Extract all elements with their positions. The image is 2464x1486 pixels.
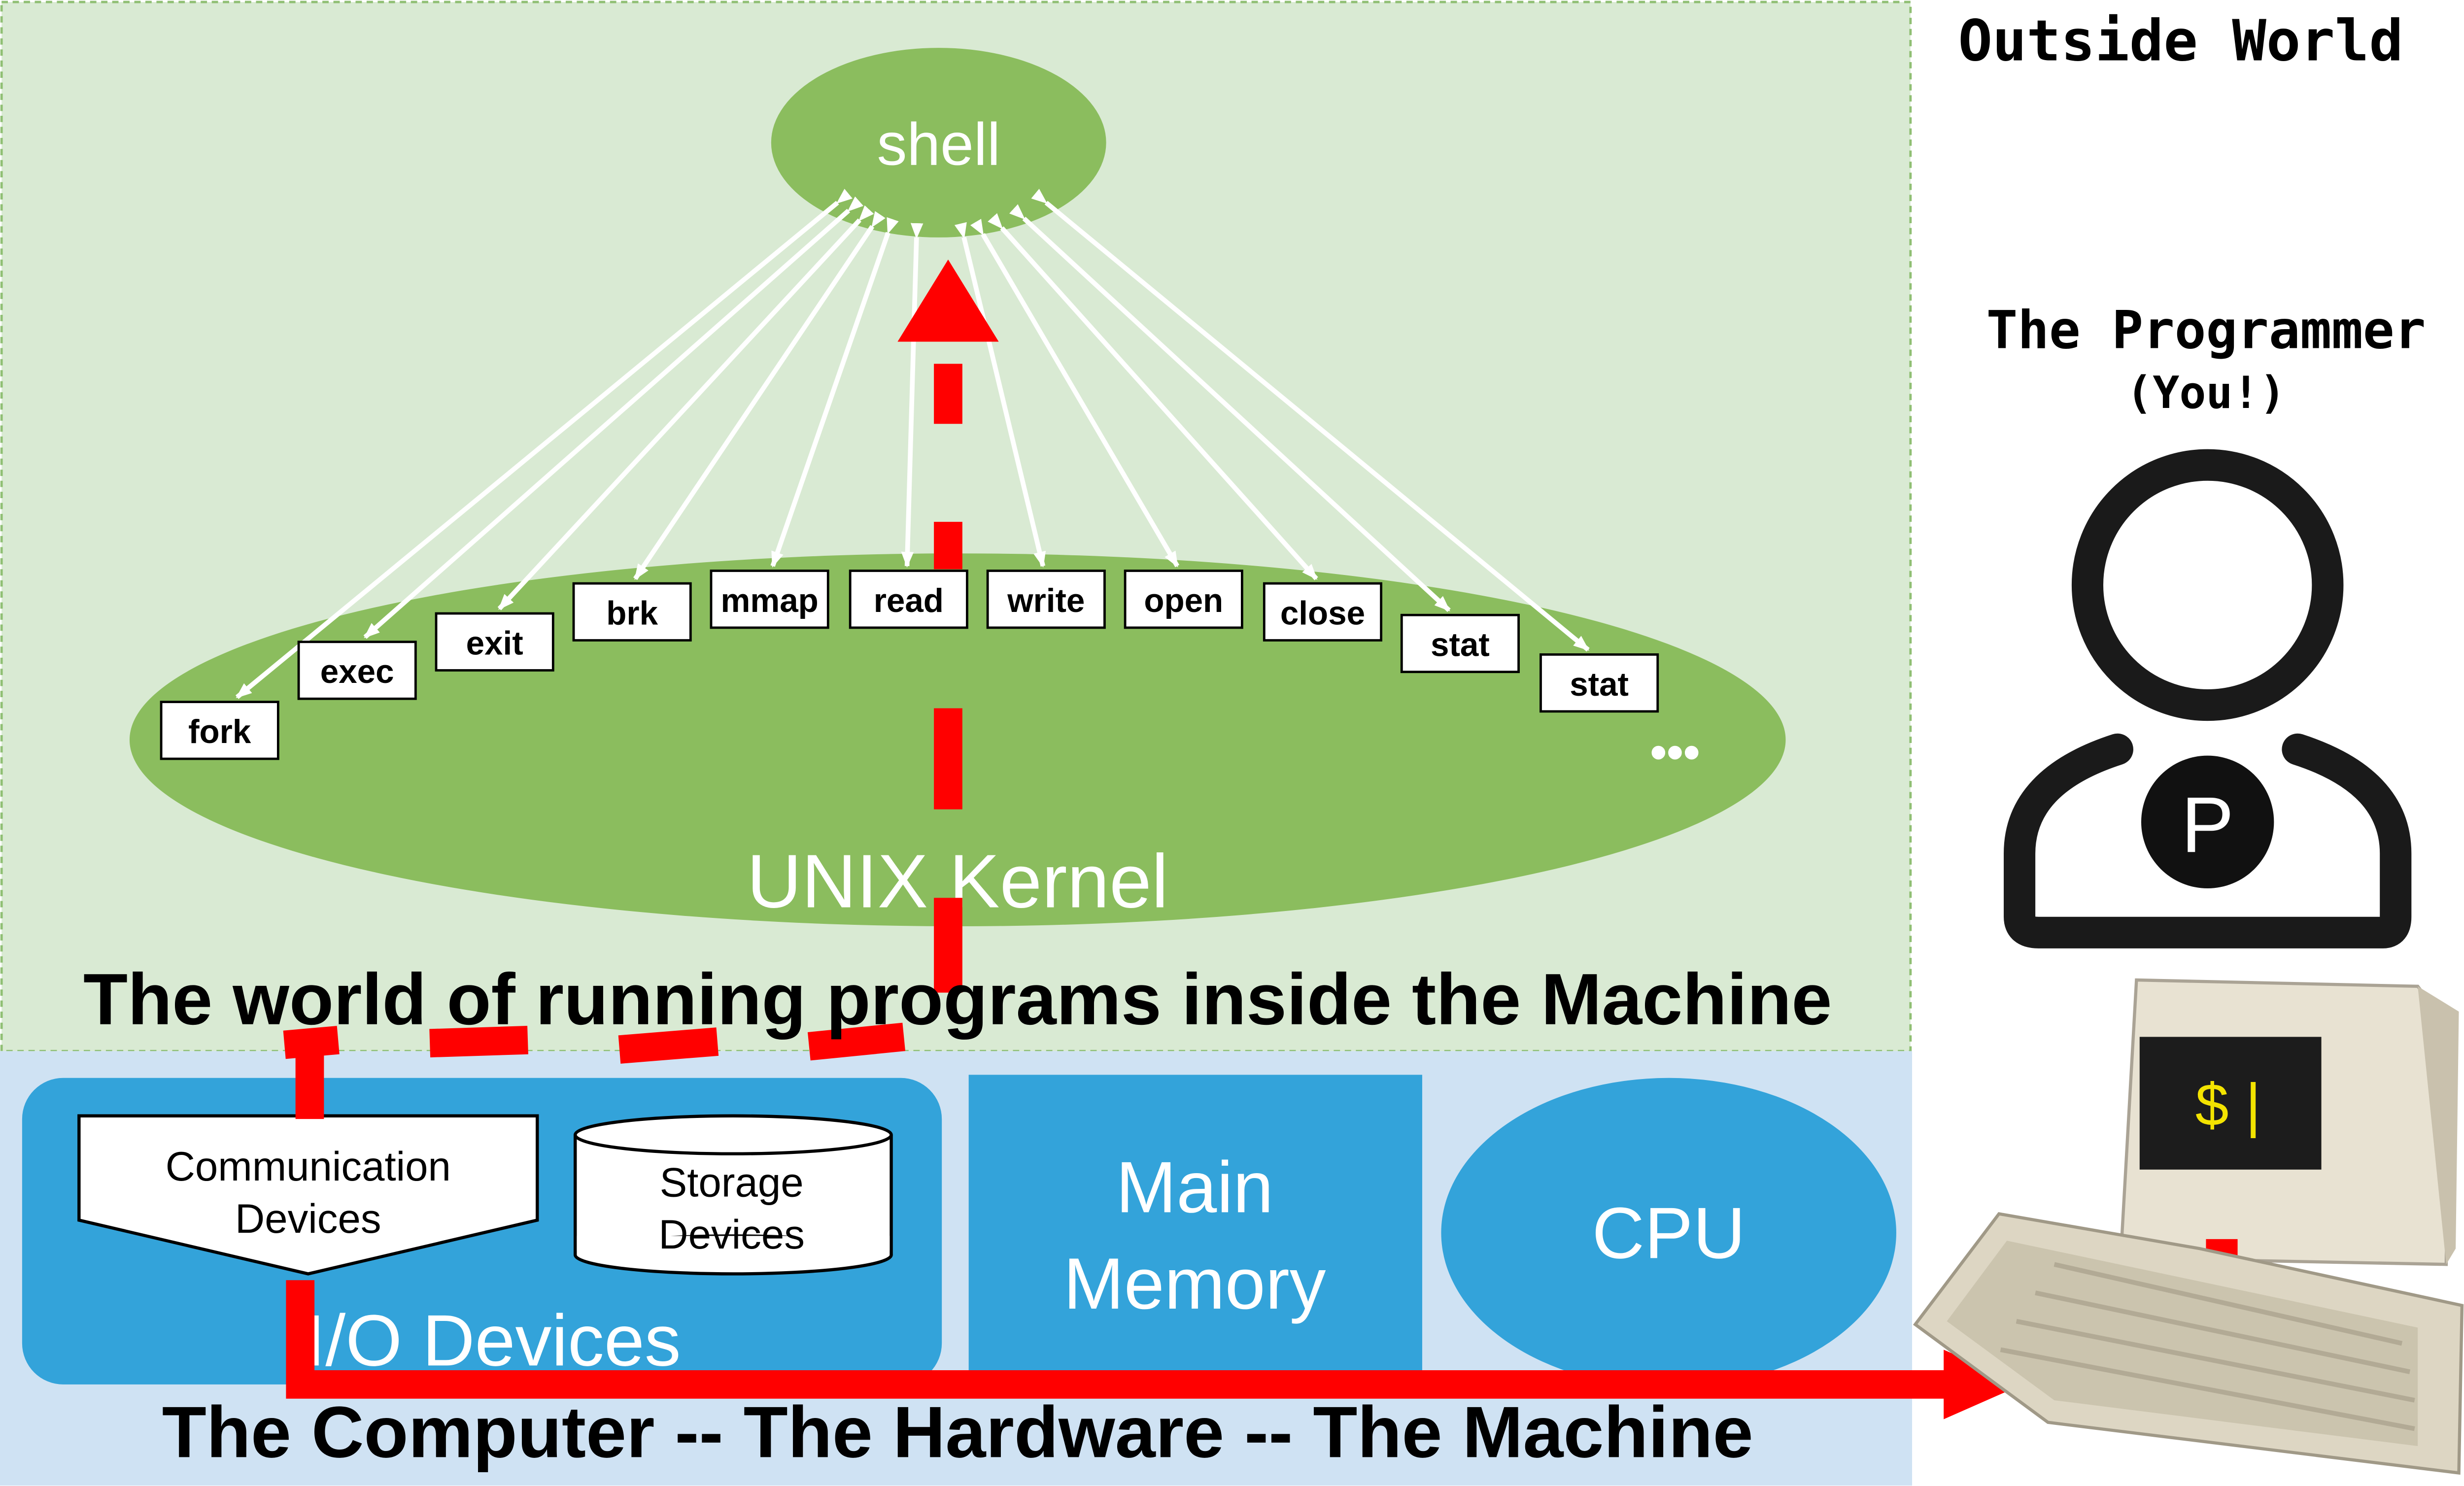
main-memory-line1: Main (1116, 1147, 1273, 1228)
programmer-sublabel: (You!) (2126, 368, 2286, 419)
storage-devices-cylinder (574, 1114, 893, 1276)
avatar-head (2071, 449, 2344, 721)
syscall-label: write (1007, 582, 1085, 619)
programmer-avatar: P (2004, 449, 2412, 948)
storage-devices-line2: Devices (658, 1212, 804, 1257)
syscall-read: read (849, 570, 968, 629)
syscall-label: exec (320, 653, 394, 690)
main-memory-box (968, 1075, 1422, 1383)
more-syscalls-ellipsis: ••• (1650, 726, 1700, 778)
syscall-label: stat (1431, 627, 1490, 664)
programmer-label: The Programmer (1986, 300, 2426, 360)
shell-label: shell (877, 110, 1000, 177)
monitor-screen (2139, 1037, 2322, 1170)
syscall-label: mmap (720, 582, 818, 619)
syscall-stat: stat (1400, 613, 1520, 674)
syscall-label: stat (1570, 666, 1629, 703)
cpu-label: CPU (1592, 1192, 1745, 1274)
io-devices-label: I/O Devices (305, 1300, 681, 1381)
syscall-mmap: mmap (710, 570, 829, 629)
syscall-boxes: fork exec exit brk mmap read write open … (160, 570, 1659, 760)
syscall-brk: brk (572, 582, 692, 642)
syscall-arrow-5 (901, 223, 924, 568)
communication-devices-line1: Communication (166, 1144, 451, 1189)
syscall-label: brk (606, 595, 658, 632)
avatar-letter: P (2181, 780, 2234, 869)
shell-ellipse (771, 48, 1106, 237)
syscall-arrow-10 (1031, 189, 1590, 652)
syscall-label: close (1280, 595, 1365, 632)
syscall-label: exit (466, 625, 523, 662)
red-interaction-path (283, 259, 2023, 1419)
avatar-body (2004, 733, 2412, 948)
computer-terminal: $ | (1913, 978, 2464, 1475)
up-arrowhead (897, 259, 999, 342)
monitor-side (2418, 986, 2459, 1265)
right-arrowhead (1944, 1350, 2023, 1419)
software-caption: The world of running programs inside the… (83, 959, 1832, 1040)
bottom-red-connector (286, 1280, 1960, 1399)
outside-world-title: Outside World (1958, 8, 2403, 74)
syscall-write: write (986, 570, 1106, 629)
syscall-open: open (1124, 570, 1243, 629)
syscall-label: read (874, 582, 944, 619)
syscall-close: close (1263, 582, 1383, 642)
hardware-caption: The Computer -- The Hardware -- The Mach… (162, 1391, 1753, 1473)
syscall-arrows (235, 189, 1590, 699)
syscall-label: fork (188, 713, 251, 750)
communication-devices-shape (77, 1114, 539, 1276)
storage-devices-line1: Storage (660, 1159, 804, 1205)
main-memory-line2: Memory (1063, 1243, 1326, 1324)
syscall-fork: fork (160, 701, 279, 760)
keyboard-key-rows (2000, 1262, 2415, 1431)
syscall-label: open (1144, 582, 1223, 619)
syscall-exec: exec (297, 641, 417, 700)
communication-devices-line2: Devices (235, 1196, 381, 1242)
cpu-ellipse (1441, 1078, 1896, 1388)
screen-prompt: $ | (2195, 1071, 2261, 1138)
avatar-badge (2141, 755, 2274, 889)
syscall-exit: exit (435, 612, 554, 672)
keyboard-keys (1947, 1241, 2418, 1446)
syscall-stat-2: stat (1540, 653, 1659, 713)
syscall-arrow-4 (770, 217, 899, 568)
